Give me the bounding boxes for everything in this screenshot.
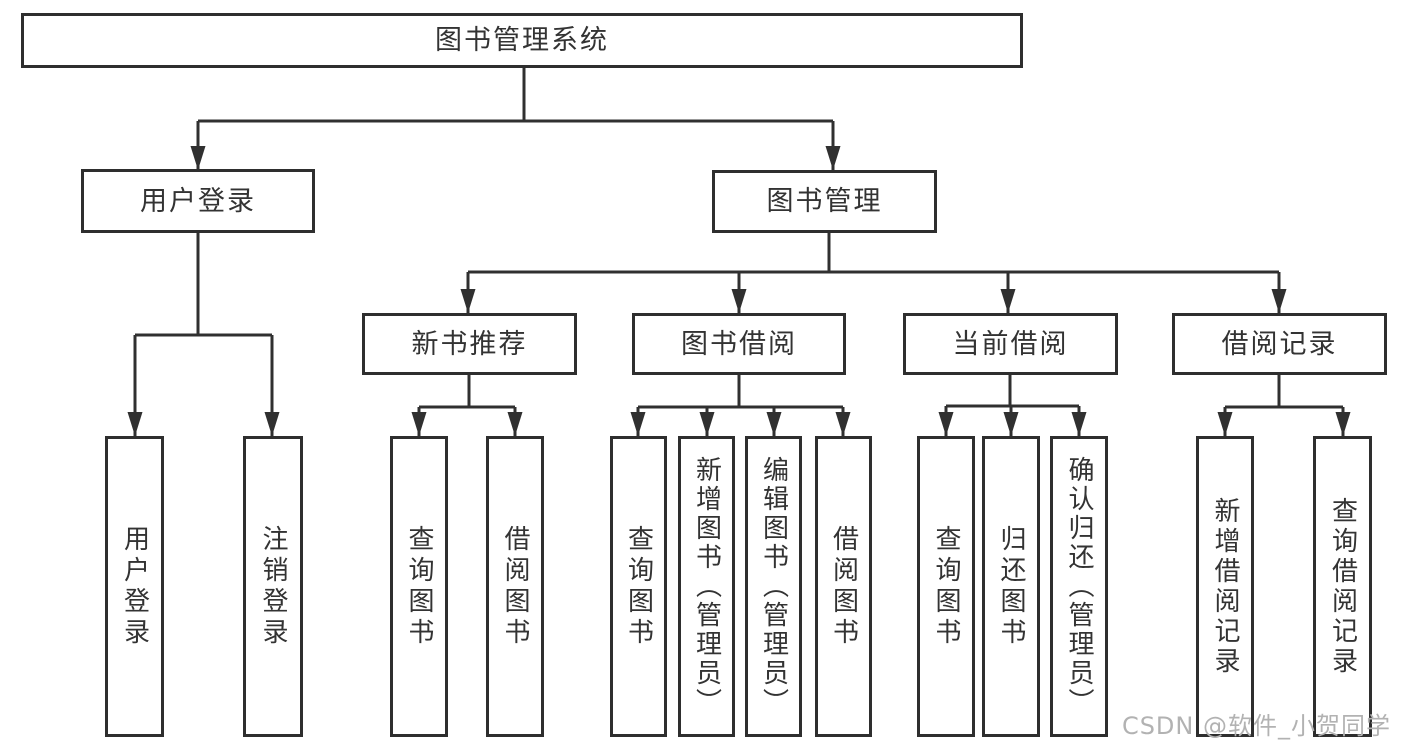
node-leaf-query-books-recommend: 查询图书 xyxy=(390,436,448,737)
node-leaf-borrow-books-recommend: 借阅图书 xyxy=(486,436,544,737)
node-book-borrowing: 图书借阅 xyxy=(632,313,846,375)
node-leaf-add-borrow-record: 新增借阅记录 xyxy=(1196,436,1254,737)
node-leaf-return-books: 归还图书 xyxy=(982,436,1040,737)
node-leaf-edit-books-admin: 编辑图书（管理员） xyxy=(745,436,802,737)
node-leaf-query-books-current: 查询图书 xyxy=(917,436,975,737)
node-user-login: 用户登录 xyxy=(81,169,315,233)
node-borrow-records: 借阅记录 xyxy=(1172,313,1387,375)
node-current-borrowing: 当前借阅 xyxy=(903,313,1118,375)
node-book-management: 图书管理 xyxy=(712,170,937,233)
csdn-watermark: CSDN @软件_小贺同学 xyxy=(1121,712,1391,740)
node-leaf-query-borrow-record: 查询借阅记录 xyxy=(1313,436,1372,737)
node-leaf-add-books-admin: 新增图书（管理员） xyxy=(678,436,735,737)
node-system-root: 图书管理系统 xyxy=(21,13,1023,68)
node-leaf-logout: 注销登录 xyxy=(243,436,303,737)
node-leaf-user-login: 用户登录 xyxy=(105,436,164,737)
node-leaf-borrow-books-borrowing: 借阅图书 xyxy=(815,436,872,737)
node-leaf-query-books-borrowing: 查询图书 xyxy=(610,436,667,737)
node-leaf-confirm-return-admin: 确认归还（管理员） xyxy=(1050,436,1108,737)
arrowheads xyxy=(127,146,1351,436)
node-new-book-recommend: 新书推荐 xyxy=(362,313,577,375)
branch-lines xyxy=(133,68,1345,436)
